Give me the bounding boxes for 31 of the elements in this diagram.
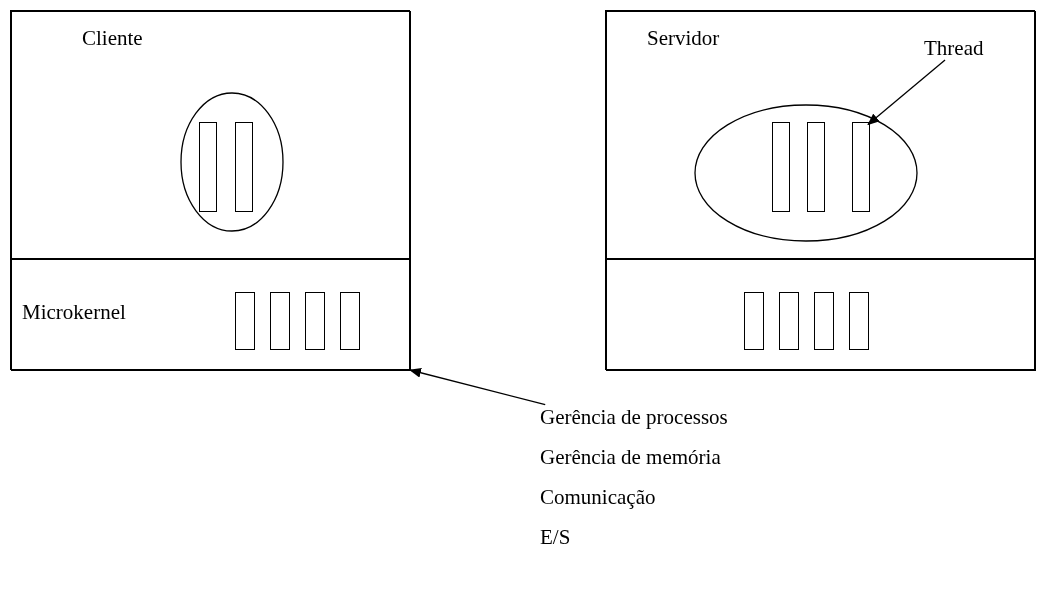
layer-section <box>11 259 411 371</box>
machine-box <box>10 10 410 370</box>
section-label: Servidor <box>647 26 720 51</box>
layer-section <box>11 11 411 259</box>
thread-bar <box>235 122 253 212</box>
thread-label: Thread <box>924 36 996 62</box>
machine-box <box>605 10 1035 370</box>
process-ellipse <box>694 104 918 242</box>
list-text: Gerência de memória <box>540 445 721 470</box>
thread-bar <box>807 122 825 212</box>
thread-bar <box>814 292 834 350</box>
machine-box <box>606 259 1036 371</box>
list-text: E/S <box>540 525 571 550</box>
thread-bar <box>852 122 870 212</box>
thread-bar <box>235 292 255 350</box>
list-text: Gerência de processos <box>540 405 728 430</box>
thread-bar <box>199 122 217 212</box>
thread-bar <box>270 292 290 350</box>
thread-bar <box>772 122 790 212</box>
arrow <box>867 59 946 126</box>
thread-bar <box>849 292 869 350</box>
list-text: Comunicação <box>540 485 656 510</box>
arrow <box>409 367 546 406</box>
process-ellipse <box>180 92 284 232</box>
section-label: Cliente <box>82 26 143 51</box>
thread-bar <box>744 292 764 350</box>
thread-bar <box>340 292 360 350</box>
thread-bar <box>305 292 325 350</box>
thread-bar <box>779 292 799 350</box>
section-label: Microkernel <box>22 300 126 325</box>
layer-section <box>606 11 1036 259</box>
